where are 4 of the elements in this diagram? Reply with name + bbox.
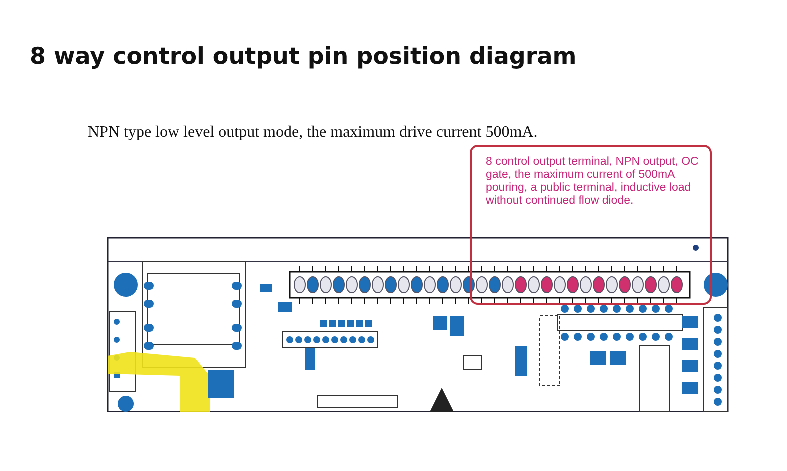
callout-frame xyxy=(470,145,712,305)
description-text: NPN type low level output mode, the maximum drive current 500mA. xyxy=(88,124,538,142)
callout-text: 8 control output terminal, NPN output, OC gate, the maximum current of 500mA pouring, a public terminal, inductive load without continued flow diode. xyxy=(486,156,700,208)
diagram-title: 8 way control output pin position diagram xyxy=(30,44,577,70)
